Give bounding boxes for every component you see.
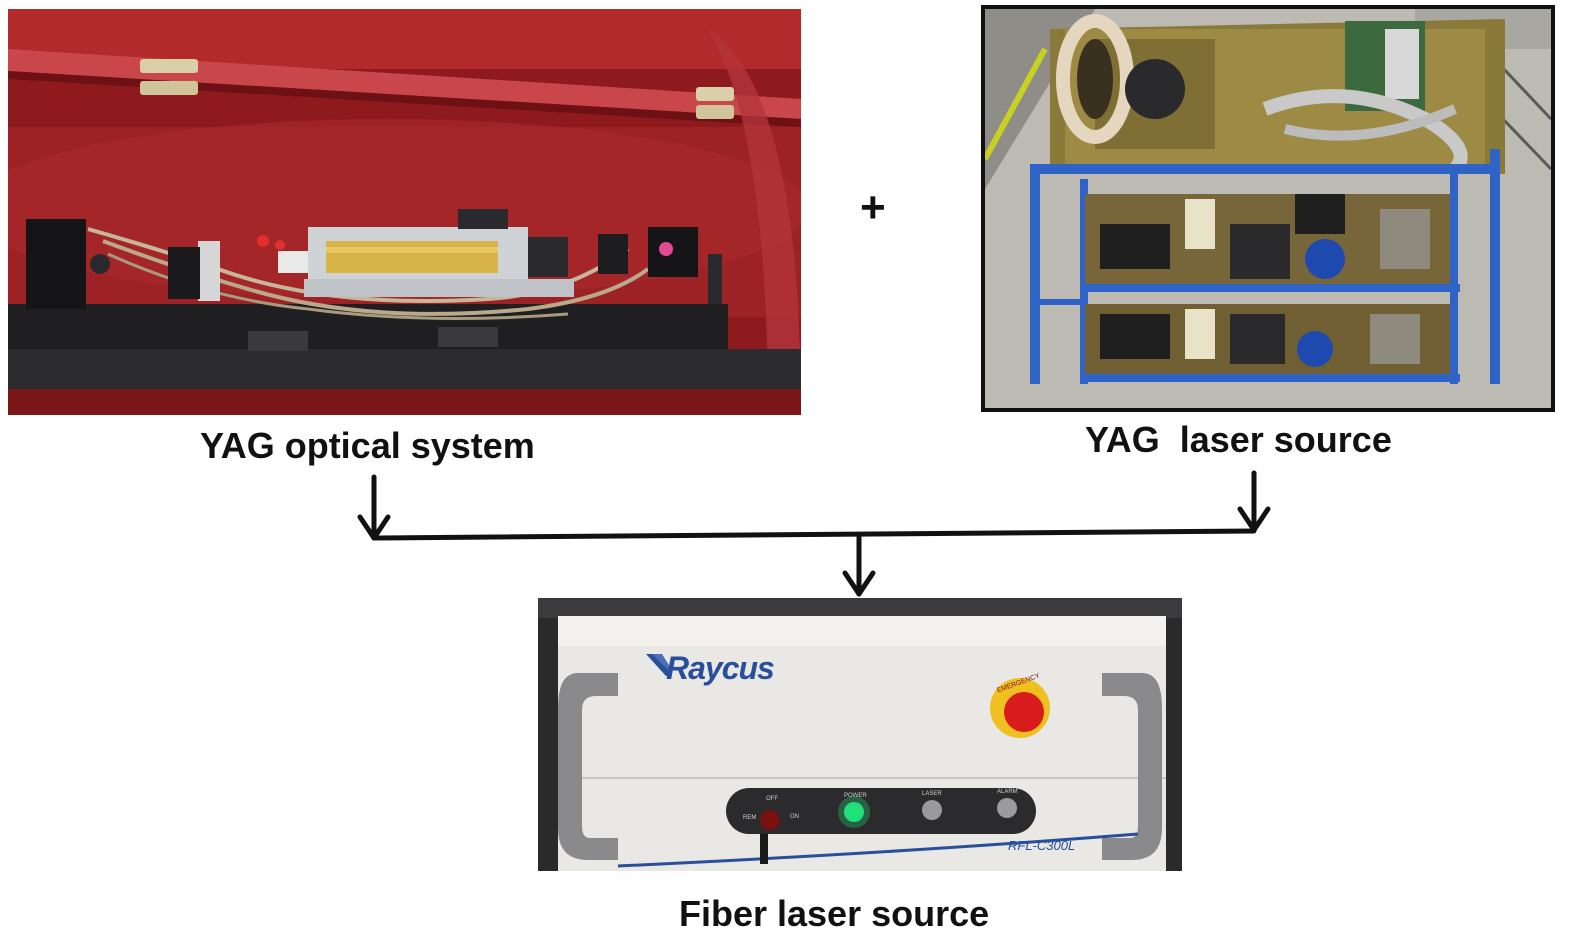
center-arrow-head bbox=[842, 570, 876, 597]
panel-on-label: ON bbox=[790, 814, 799, 820]
yag-optical-system-photo bbox=[8, 9, 801, 415]
panel-alarm-label: ALARM bbox=[997, 789, 1018, 795]
yag-laser-source-label: YAG laser source bbox=[1085, 419, 1392, 460]
horizontal-connector bbox=[371, 528, 1257, 541]
plus-sign: + bbox=[860, 183, 886, 232]
fiber-laser-source-label: Fiber laser source bbox=[679, 893, 990, 934]
yag-laser-source-photo bbox=[981, 5, 1555, 412]
panel-power-label: POWER bbox=[844, 793, 867, 799]
panel-off-label: OFF bbox=[766, 796, 778, 802]
panel-laser-label: LASER bbox=[922, 791, 942, 797]
yag-optical-system-label: YAG optical system bbox=[200, 425, 535, 466]
raycus-brand-logo: Raycus bbox=[666, 650, 775, 686]
fiber-laser-source-photo: Raycus EMERGENCY OFF REM ON POWER LASER … bbox=[538, 598, 1182, 871]
panel-rem-label: REM bbox=[743, 815, 757, 821]
model-label: RFL-C300L bbox=[1008, 838, 1076, 853]
